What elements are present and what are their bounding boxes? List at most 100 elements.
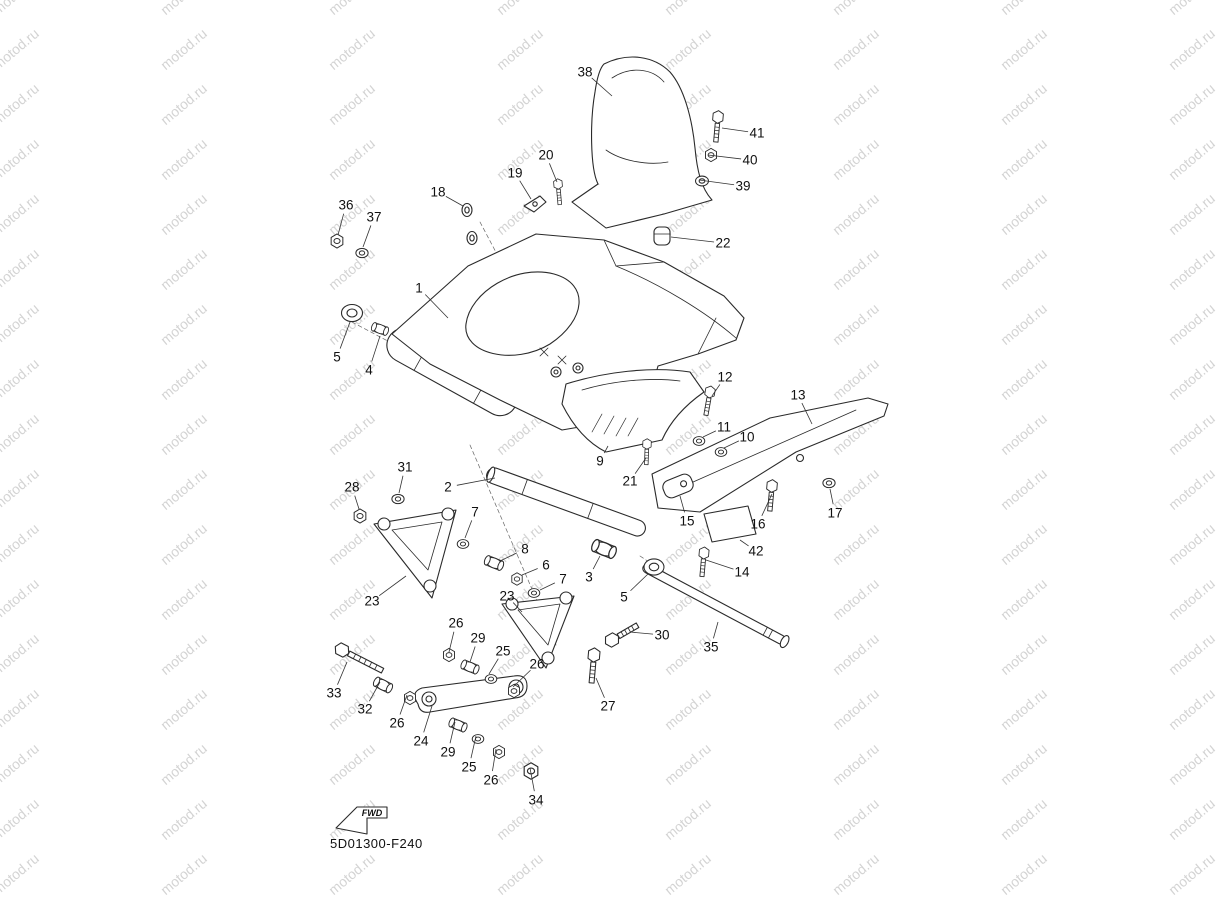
leader-line	[445, 196, 464, 207]
part-callout-40: 40	[742, 153, 757, 168]
fwd-arrow: FWD	[335, 806, 388, 835]
leader-line	[801, 402, 813, 425]
part-screw-21	[641, 438, 652, 466]
part-bearing-5	[340, 303, 364, 323]
part-chain-guard	[651, 397, 889, 513]
leader-line	[829, 488, 834, 505]
part-callout-8: 8	[521, 542, 529, 557]
part-callout-26: 26	[448, 616, 463, 631]
leader-line	[592, 555, 601, 570]
part-clip	[461, 202, 473, 218]
leader-line	[464, 520, 473, 539]
part-collar-4	[369, 321, 391, 337]
part-callout-15: 15	[679, 514, 694, 529]
leader-line	[711, 384, 721, 397]
part-callout-23: 23	[499, 589, 514, 604]
part-washer-7	[456, 539, 470, 549]
part-damper	[653, 226, 671, 246]
part-callout-20: 20	[538, 148, 553, 163]
part-callout-22: 22	[715, 236, 730, 251]
part-nut-36	[330, 233, 344, 249]
leader-line	[488, 658, 499, 675]
leader-line	[512, 602, 523, 613]
leader-line	[603, 445, 609, 454]
part-collar-32	[371, 675, 395, 695]
part-callout-27: 27	[600, 699, 615, 714]
part-callout-30: 30	[654, 628, 669, 643]
leader-line	[634, 457, 647, 474]
part-bracket	[523, 195, 547, 213]
part-bolt-27	[585, 646, 601, 684]
part-callout-35: 35	[703, 640, 718, 655]
leader-line	[723, 440, 740, 449]
part-callout-38: 38	[577, 65, 592, 80]
part-callout-13: 13	[790, 388, 805, 403]
part-collar-8	[482, 554, 506, 572]
part-bearing-5b	[643, 558, 665, 576]
part-washer-37	[355, 247, 369, 259]
leader-line	[679, 495, 685, 513]
part-bolt-12	[700, 384, 717, 417]
part-callout-7: 7	[471, 505, 479, 520]
part-callout-10: 10	[739, 430, 754, 445]
part-nut-28	[353, 508, 367, 524]
leader-line	[705, 559, 734, 570]
leader-line	[448, 631, 455, 653]
part-callout-23: 23	[364, 594, 379, 609]
part-callout-21: 21	[622, 474, 637, 489]
part-collar-3	[589, 537, 619, 561]
part-callout-31: 31	[397, 460, 412, 475]
leader-line	[512, 669, 531, 688]
part-relay-arm-upper	[373, 507, 457, 599]
leader-line	[519, 180, 532, 200]
part-callout-34: 34	[528, 793, 544, 808]
leader-line	[337, 661, 348, 685]
part-tensioner	[662, 473, 694, 499]
part-callout-24: 24	[413, 734, 429, 749]
alignment-line	[469, 444, 557, 646]
part-callout-1: 1	[415, 281, 423, 296]
leader-line	[707, 154, 742, 160]
part-callout-11: 11	[717, 420, 731, 435]
part-callout-25: 25	[495, 644, 510, 659]
leader-line	[539, 582, 556, 591]
leader-line	[629, 631, 654, 635]
leader-line	[721, 127, 749, 133]
part-pivot-shaft	[486, 466, 646, 537]
part-bolt-14	[696, 546, 710, 578]
part-callout-5: 5	[620, 590, 628, 605]
leader-line	[424, 294, 449, 319]
part-relay-arm-lower	[501, 591, 575, 669]
part-washer-25b	[471, 734, 485, 744]
fwd-label: FWD	[362, 808, 383, 818]
part-swingarm-body	[391, 233, 745, 431]
part-washer-31	[391, 493, 405, 505]
diagram-code: 5D01300-F240	[330, 836, 423, 851]
leader-line	[713, 621, 719, 639]
part-callout-19: 19	[507, 166, 522, 181]
leader-line	[492, 748, 497, 772]
leader-line	[456, 477, 496, 486]
part-callout-26: 26	[529, 657, 544, 672]
part-callout-42: 42	[748, 544, 763, 559]
leader-line	[630, 573, 649, 592]
leader-line	[354, 495, 360, 510]
part-callout-16: 16	[750, 517, 765, 532]
part-callout-32: 32	[357, 702, 372, 717]
part-callout-28: 28	[344, 480, 359, 495]
part-washer-10	[714, 447, 728, 457]
part-callout-7: 7	[559, 572, 567, 587]
leader-line	[399, 694, 408, 715]
part-callout-29: 29	[470, 631, 485, 646]
part-callout-25: 25	[461, 760, 476, 775]
leader-line	[398, 475, 404, 494]
part-collar-29b	[447, 716, 469, 734]
part-washer-11	[692, 436, 706, 446]
part-callout-29: 29	[440, 745, 455, 760]
leader-line	[549, 163, 558, 183]
part-bolt-33	[332, 640, 386, 677]
part-callout-37: 37	[366, 210, 381, 225]
leader-line	[591, 77, 613, 97]
part-callout-12: 12	[717, 370, 732, 385]
